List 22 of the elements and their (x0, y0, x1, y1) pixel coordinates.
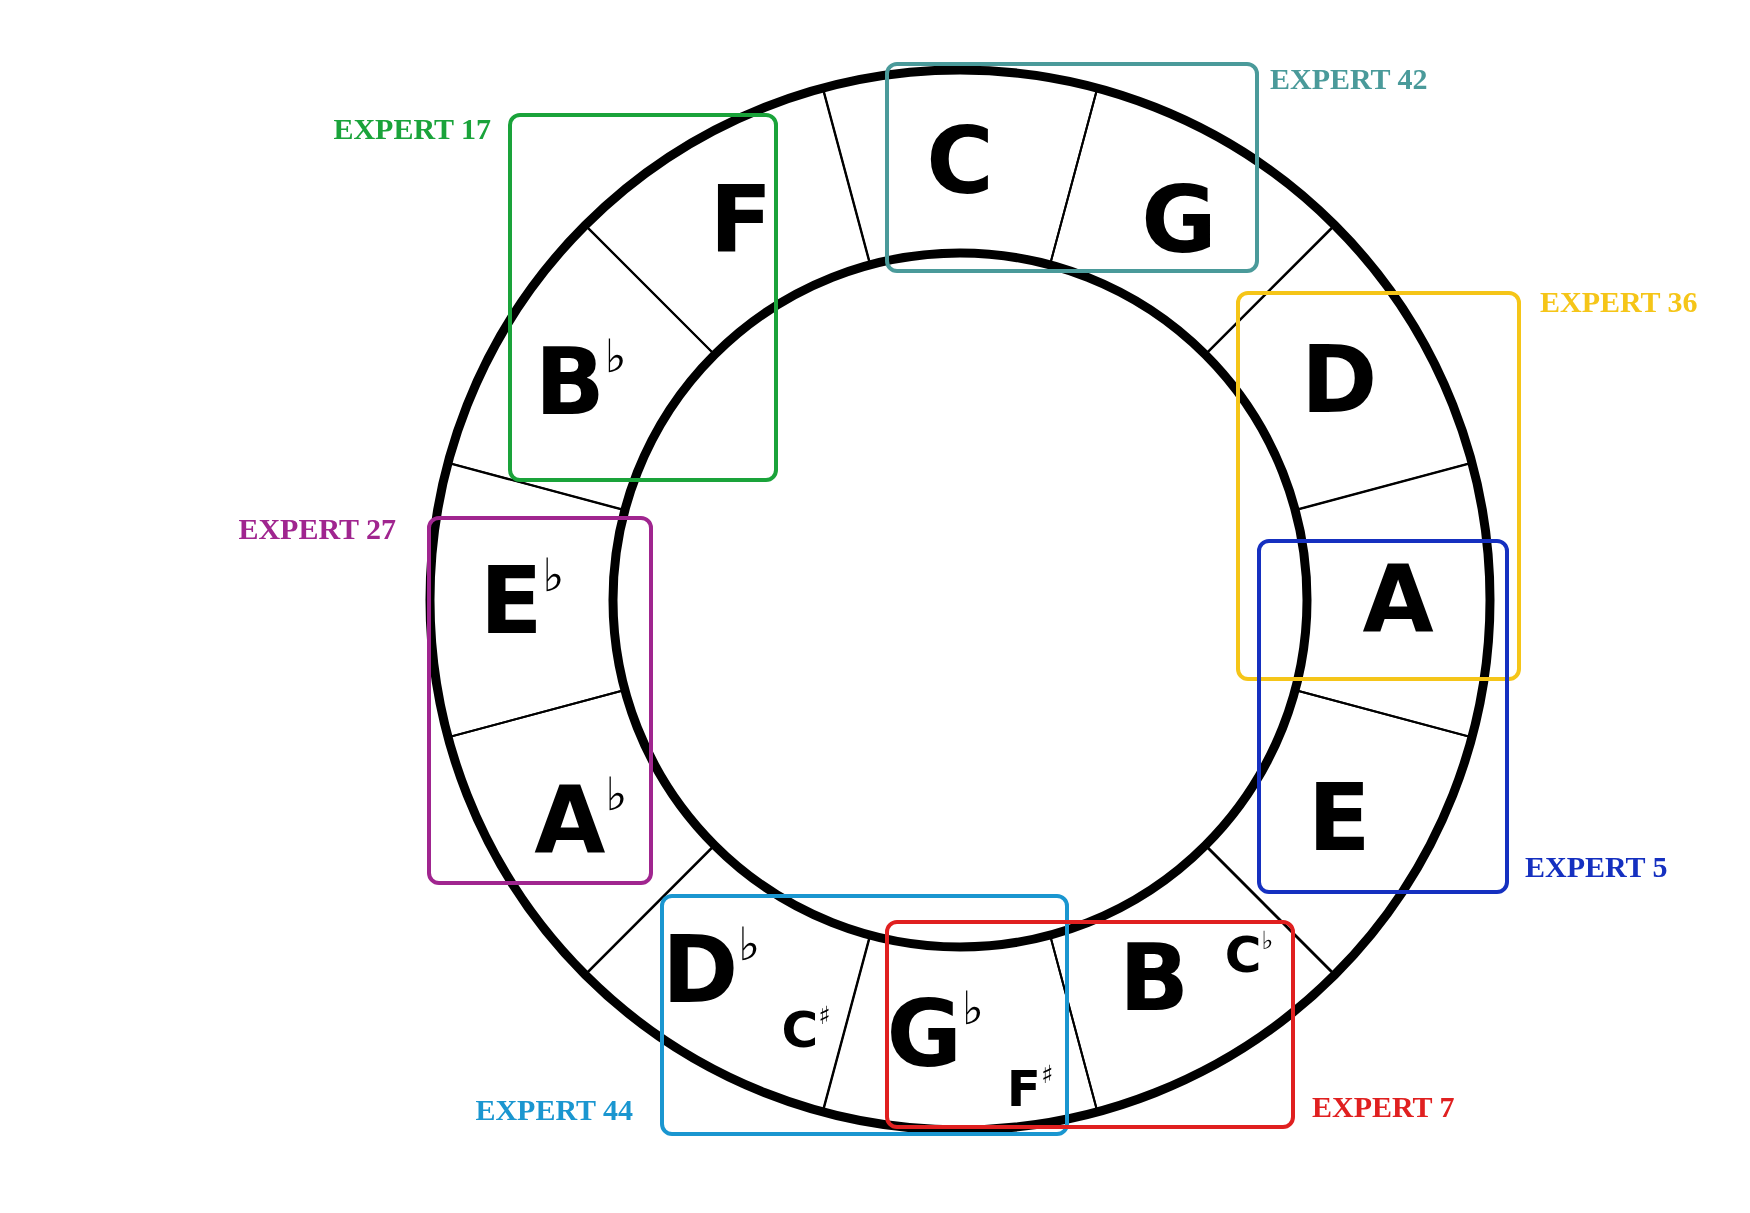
key-name: D (1301, 335, 1378, 427)
enharmonic-name: C$^{♯}$ (781, 1003, 831, 1056)
key-name: D$^{♭}$ (661, 921, 760, 1017)
key-name: G (1141, 174, 1217, 267)
group-label: EXPERT 5 (1525, 852, 1668, 882)
group-label: EXPERT 17 (333, 114, 491, 144)
group-label: EXPERT 44 (475, 1095, 633, 1125)
enharmonic-name: C$^{♭}$ (1224, 928, 1274, 981)
key-name: B (1118, 933, 1190, 1026)
enharmonic-name: F$^{♯}$ (1006, 1062, 1054, 1114)
key-name: E (1307, 773, 1371, 865)
group-label: EXPERT 7 (1312, 1092, 1455, 1122)
group-label: EXPERT 36 (1540, 287, 1698, 317)
key-name: F (709, 174, 773, 267)
key-name: E$^{♭}$ (479, 552, 565, 648)
group-label: EXPERT 27 (238, 514, 396, 544)
key-name: A (1362, 554, 1434, 646)
group-label: EXPERT 42 (1270, 64, 1428, 94)
key-name: G$^{♭}$ (886, 985, 984, 1081)
key-name: C (926, 116, 994, 208)
key-name: B$^{♭}$ (534, 333, 627, 429)
key-name: A$^{♭}$ (534, 771, 628, 867)
